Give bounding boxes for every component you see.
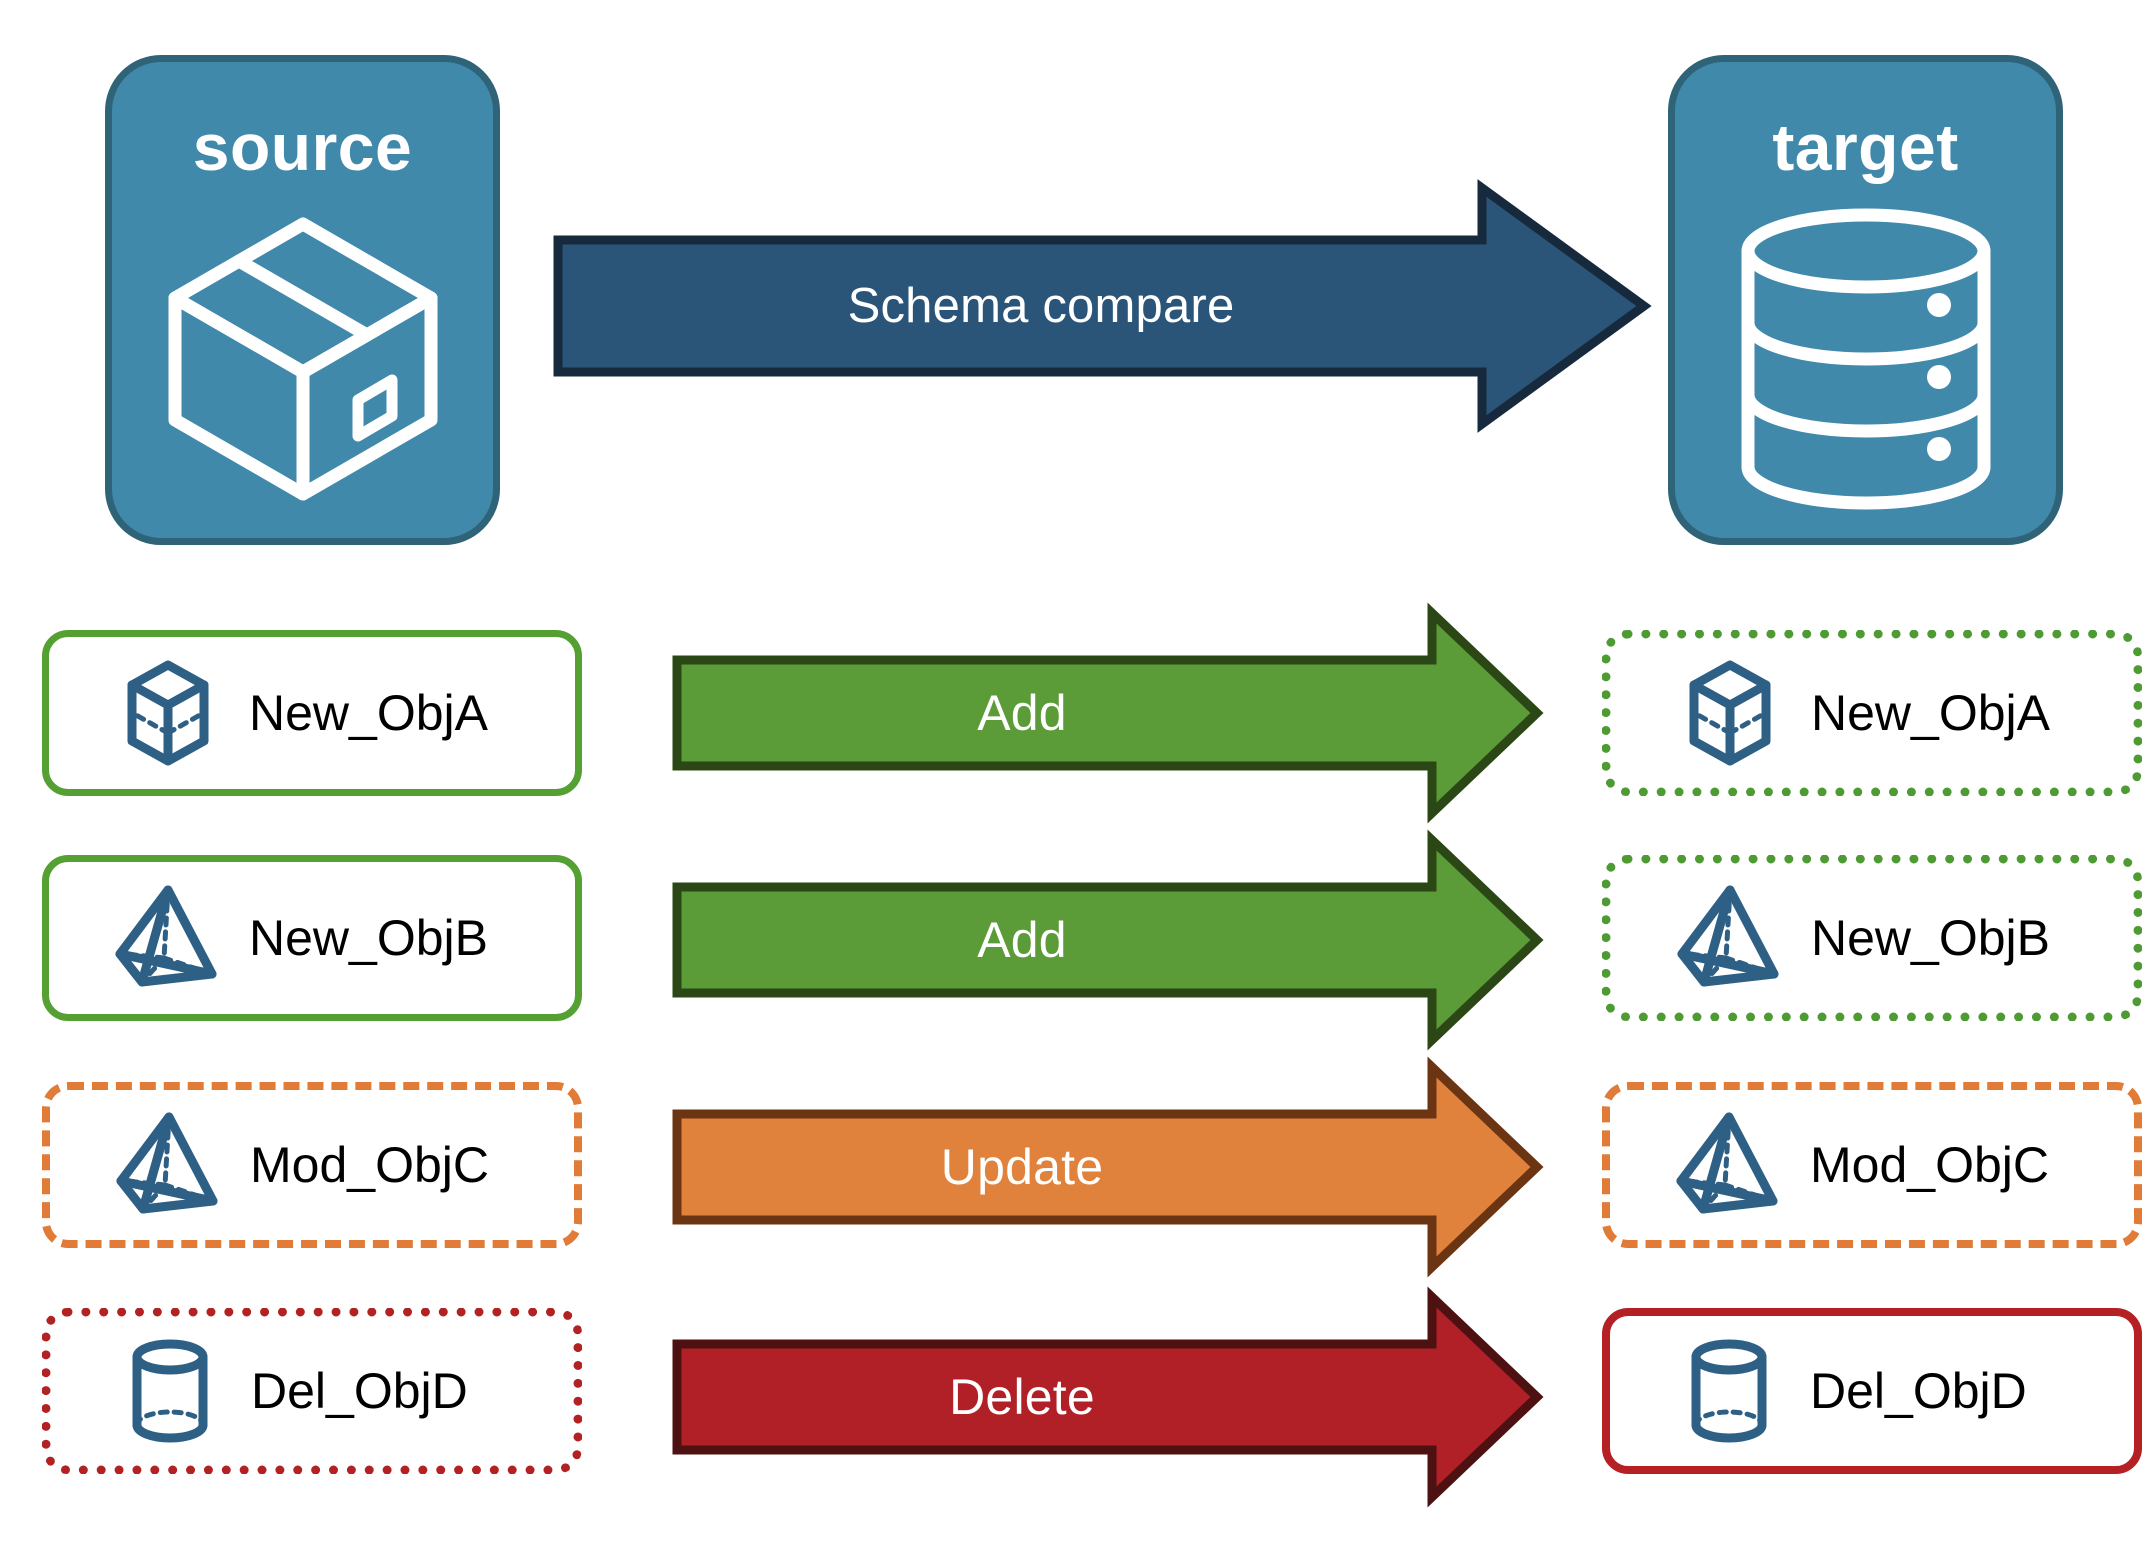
pyramid-wireframe-icon (110, 1106, 228, 1224)
target-chip-label-row-c: Mod_ObjC (1810, 1137, 2049, 1193)
source-endpoint-card: source (105, 55, 500, 545)
cube-wireframe-icon (109, 654, 227, 772)
delete-arrow-row-d: Delete (672, 1286, 1544, 1508)
update-arrow-row-c: Update (672, 1056, 1544, 1278)
target-chip-row-b[interactable]: New_ObjB (1602, 855, 2142, 1021)
cube-wireframe-icon (1671, 654, 1789, 772)
add-arrow-row-a: Add (672, 602, 1544, 824)
pyramid-wireframe-icon (109, 879, 227, 997)
target-chip-label-row-a: New_ObjA (1811, 685, 2050, 741)
package-box-icon (112, 180, 493, 538)
target-chip-row-d[interactable]: Del_ObjD (1602, 1308, 2142, 1474)
database-cylinder-icon (1675, 180, 2056, 538)
source-chip-row-c[interactable]: Mod_ObjC (42, 1082, 582, 1248)
source-chip-row-b[interactable]: New_ObjB (42, 855, 582, 1021)
source-chip-label-row-b: New_ObjB (249, 910, 488, 966)
cylinder-wireframe-icon (1670, 1332, 1788, 1450)
target-endpoint-card: target (1668, 55, 2063, 545)
target-title: target (1772, 110, 1959, 184)
source-chip-row-d[interactable]: Del_ObjD (42, 1308, 582, 1474)
target-chip-row-c[interactable]: Mod_ObjC (1602, 1082, 2142, 1248)
target-chip-label-row-b: New_ObjB (1811, 910, 2050, 966)
pyramid-wireframe-icon (1671, 879, 1789, 997)
target-chip-label-row-d: Del_ObjD (1810, 1363, 2027, 1419)
source-chip-label-row-c: Mod_ObjC (250, 1137, 489, 1193)
pyramid-wireframe-icon (1670, 1106, 1788, 1224)
source-chip-row-a[interactable]: New_ObjA (42, 630, 582, 796)
add-arrow-row-b: Add (672, 829, 1544, 1051)
source-title: source (192, 110, 413, 184)
schema-compare-arrow: Schema compare (552, 179, 1652, 433)
source-chip-label-row-a: New_ObjA (249, 685, 488, 741)
cylinder-wireframe-icon (111, 1332, 229, 1450)
target-chip-row-a[interactable]: New_ObjA (1602, 630, 2142, 796)
source-chip-label-row-d: Del_ObjD (251, 1363, 468, 1419)
